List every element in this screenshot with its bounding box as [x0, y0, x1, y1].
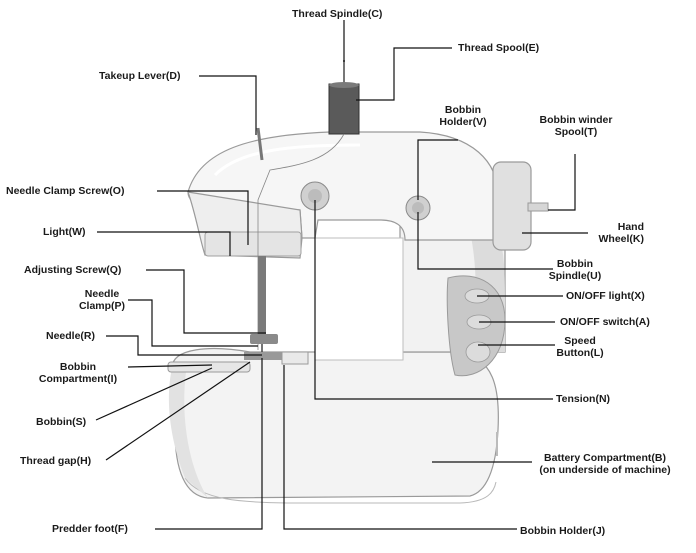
- label-battery-compartment: Battery Compartment(B) (on underside of …: [520, 452, 690, 476]
- takeup-lever-shape: [256, 127, 264, 161]
- needle-bar: [258, 256, 266, 336]
- label-bobbin-compartment: Bobbin Compartment(I): [30, 361, 126, 385]
- leader-needle-clamp: [128, 299, 258, 347]
- throat-opening: [314, 237, 404, 361]
- machine-base: [171, 347, 499, 499]
- base-side-shade: [168, 368, 208, 498]
- thread-path: [257, 133, 345, 350]
- label-needle-clamp: Needle Clamp(P): [74, 288, 130, 312]
- leader-adjusting-screw: [146, 269, 266, 334]
- leader-tension: [314, 200, 553, 400]
- leader-bobbin-holder-j: [283, 365, 517, 530]
- presser-block: [281, 351, 309, 365]
- leader-needle: [106, 335, 262, 356]
- leader-thread-gap: [105, 361, 251, 461]
- winder-spindle: [527, 202, 549, 212]
- label-thread-spool: Thread Spool(E): [458, 42, 540, 54]
- label-bobbin-compartment-line2: Compartment(I): [38, 373, 118, 385]
- label-needle-clamp-line1: Needle: [84, 288, 120, 300]
- label-bobbin-spindle-line1: Bobbin: [556, 258, 594, 270]
- thread-spool-shape: [328, 83, 360, 135]
- label-presser-foot: Predder foot(F): [52, 523, 128, 535]
- leader-bobbin-spindle: [417, 212, 553, 270]
- label-bobbin-winder-line2: Spool(T): [554, 126, 598, 138]
- bobbin-plate: [167, 361, 251, 373]
- label-battery-line2: (on underside of machine): [539, 464, 671, 476]
- label-speed-button-line1: Speed: [564, 335, 596, 347]
- label-onoff-switch: ON/OFF switch(A): [560, 316, 650, 328]
- label-needle: Needle(R): [46, 330, 96, 342]
- tension-knob-inner: [308, 189, 322, 203]
- leader-bobbin-holder-v: [417, 139, 458, 200]
- label-bobbin-holder-v-line2: Holder(V): [439, 116, 487, 128]
- label-tension: Tension(N): [556, 393, 611, 405]
- light-cover: [204, 231, 302, 257]
- label-bobbin-spindle-line2: Spindle(U): [548, 270, 602, 282]
- leader-bobbin: [95, 367, 213, 421]
- bobbin-spindle-inner: [412, 202, 424, 214]
- arm-highlight: [213, 143, 361, 177]
- leader-light: [97, 231, 231, 256]
- leader-thread-spool: [356, 47, 452, 101]
- label-bobbin-compartment-line1: Bobbin: [59, 361, 97, 373]
- speed-button-shape: [465, 341, 491, 363]
- label-needle-clamp-screw: Needle Clamp Screw(O): [6, 185, 125, 197]
- label-bobbin-spindle: Bobbin Spindle(U): [540, 258, 610, 282]
- label-bobbin: Bobbin(S): [36, 416, 87, 428]
- label-light: Light(W): [43, 226, 86, 238]
- label-bobbin-holder-v: Bobbin Holder(V): [428, 104, 498, 128]
- label-hand-wheel: Hand Wheel(K): [580, 221, 645, 245]
- label-onoff-light: ON/OFF light(X): [566, 290, 645, 302]
- leader-lines: [95, 20, 588, 530]
- label-thread-spindle: Thread Spindle(C): [292, 8, 383, 20]
- label-battery-line1: Battery Compartment(B): [544, 452, 666, 464]
- label-takeup-lever: Takeup Lever(D): [99, 70, 181, 82]
- label-thread-gap: Thread gap(H): [20, 455, 92, 467]
- label-bobbin-winder: Bobbin winder Spool(T): [530, 114, 622, 138]
- label-speed-button: Speed Button(L): [548, 335, 612, 359]
- presser-foot-shape: [244, 352, 282, 360]
- label-hand-wheel-line1: Hand: [617, 221, 644, 233]
- leader-takeup-lever: [199, 75, 257, 135]
- needle-clamp-shape: [250, 334, 278, 344]
- label-bobbin-holder-j: Bobbin Holder(J): [520, 525, 606, 537]
- leader-presser-foot: [155, 358, 263, 530]
- spool-top: [329, 82, 359, 88]
- hand-wheel: [492, 161, 532, 251]
- label-bobbin-winder-line1: Bobbin winder: [539, 114, 613, 126]
- leader-needle-clamp-screw: [157, 190, 249, 245]
- label-speed-button-line2: Button(L): [556, 347, 604, 359]
- label-needle-clamp-line2: Clamp(P): [78, 300, 126, 312]
- leader-bobbin-compartment: [127, 364, 213, 368]
- label-hand-wheel-line2: Wheel(K): [598, 233, 645, 245]
- leader-bobbin-winder: [548, 154, 576, 211]
- label-bobbin-holder-v-line1: Bobbin: [444, 104, 482, 116]
- label-adjusting-screw: Adjusting Screw(Q): [24, 264, 122, 276]
